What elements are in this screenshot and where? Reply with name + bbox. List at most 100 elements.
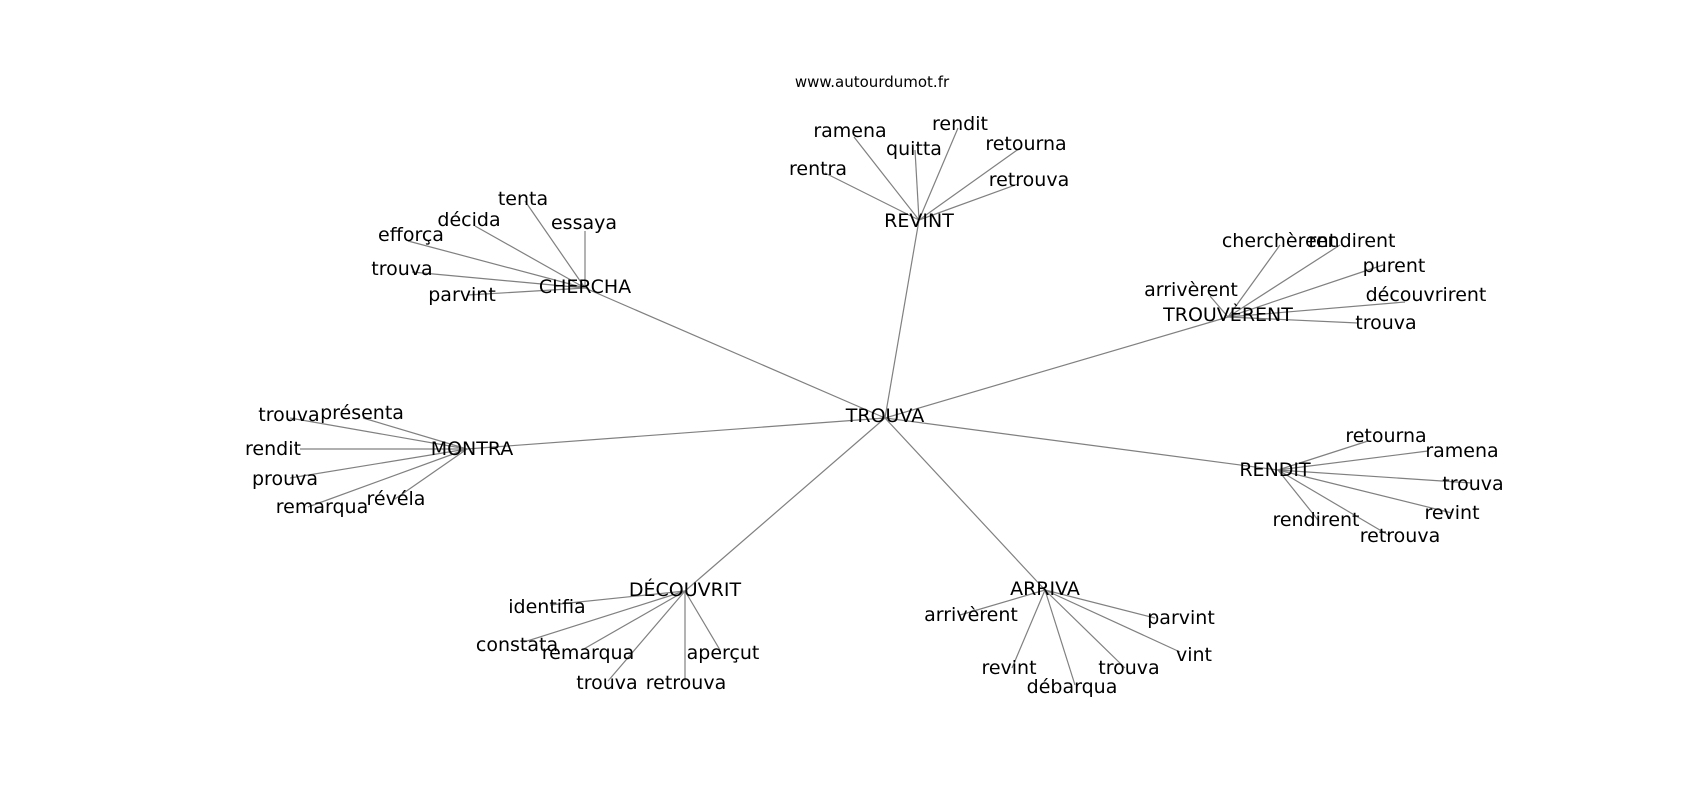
leaf-word-montra-remarqua: remarqua — [276, 496, 368, 518]
leaf-word-chercha-parvint: parvint — [428, 284, 496, 306]
edge-chercha-tenta — [524, 200, 586, 289]
leaf-word-chercha-trouva: trouva — [371, 258, 432, 280]
leaf-word-trouverent-trouva: trouva — [1355, 312, 1416, 334]
leaf-word-revint-rendit: rendit — [932, 113, 988, 135]
leaf-word-decouvrit-remarqua: remarqua — [542, 642, 634, 664]
edge-center-chercha — [584, 287, 886, 419]
edge-decouvrit-apercut — [684, 590, 721, 651]
edge-revint-quitta — [914, 149, 920, 221]
edge-revint-rendit — [918, 127, 959, 221]
edge-trouverent-trouva — [1227, 316, 1359, 324]
edge-arriva-arriverent — [959, 589, 1046, 616]
edge-rendit-revint — [1277, 469, 1453, 514]
edge-montra-prouva — [289, 448, 468, 479]
edge-trouverent-chercherent — [1227, 244, 1281, 318]
edge-rendit-rendirent — [1277, 469, 1319, 521]
edge-center-decouvrit — [684, 417, 886, 592]
edge-trouverent-decouvrirent — [1227, 301, 1406, 318]
edge-montra-remarqua — [307, 448, 468, 508]
edge-decouvrit-trouva — [607, 590, 686, 682]
hub-word-arriva: ARRIVA — [1010, 578, 1080, 600]
leaf-word-arriva-trouva: trouva — [1098, 657, 1159, 679]
leaf-word-rendit-trouva: trouva — [1442, 473, 1503, 495]
center-word: TROUVA — [845, 405, 924, 427]
leaf-word-rendit-revint: revint — [1424, 502, 1479, 524]
edge-rendit-retrouva — [1277, 469, 1391, 537]
leaf-word-chercha-decida: décida — [437, 209, 500, 231]
edge-trouverent-purent — [1227, 264, 1384, 318]
leaf-word-trouverent-decouvrirent: découvrirent — [1366, 284, 1487, 306]
edge-chercha-trouva — [411, 271, 586, 289]
leaf-word-revint-quitta: quitta — [886, 138, 942, 160]
leaf-word-revint-retrouva: retrouva — [989, 169, 1069, 191]
edge-decouvrit-identifia — [549, 590, 686, 606]
edge-montra-presenta — [362, 417, 468, 450]
leaf-word-revint-retourna: retourna — [985, 133, 1066, 155]
edge-decouvrit-constata — [523, 590, 686, 643]
leaf-word-montra-rendit: rendit — [245, 438, 301, 460]
edge-center-arriva — [884, 417, 1046, 591]
leaf-word-revint-rentra: rentra — [789, 158, 847, 180]
edge-arriva-debarqua — [1044, 589, 1076, 686]
edge-center-revint — [884, 219, 920, 419]
edge-rendit-retourna — [1277, 440, 1369, 471]
leaf-word-rendit-rendirent: rendirent — [1272, 509, 1359, 531]
edge-montra-revela — [394, 448, 468, 500]
leaf-word-rendit-retrouva: retrouva — [1360, 525, 1440, 547]
hub-word-montra: MONTRA — [431, 438, 514, 460]
leaf-word-decouvrit-trouva: trouva — [576, 672, 637, 694]
edge-arriva-vint — [1044, 589, 1181, 653]
edge-center-trouverent — [884, 316, 1229, 419]
leaf-word-arriva-debarqua: débarqua — [1027, 676, 1118, 698]
hub-word-trouverent: TROUVÈRENT — [1162, 303, 1293, 326]
edge-chercha-efforca — [407, 240, 586, 289]
leaf-word-chercha-tenta: tenta — [498, 188, 548, 210]
edge-trouverent-arriverent — [1209, 295, 1229, 318]
leaf-word-trouverent-arriverent: arrivèrent — [1144, 279, 1238, 301]
leaf-word-montra-trouva: trouva — [258, 404, 319, 426]
edge-revint-retourna — [918, 147, 1021, 221]
graph-edges — [289, 127, 1473, 686]
source-url: www.autourdumot.fr — [795, 73, 950, 91]
edge-arriva-parvint — [1044, 589, 1156, 619]
edge-arriva-trouva — [1044, 589, 1126, 669]
edge-decouvrit-remarqua — [581, 590, 686, 651]
edge-chercha-decida — [474, 225, 586, 289]
edge-center-rendit — [884, 417, 1279, 471]
leaf-word-arriva-revint: revint — [981, 657, 1036, 679]
edge-revint-retrouva — [918, 183, 1019, 221]
leaf-word-arriva-parvint: parvint — [1147, 607, 1215, 629]
leaf-word-trouverent-rendirent: rendirent — [1308, 230, 1395, 252]
leaf-word-chercha-essaya: essaya — [551, 212, 617, 234]
leaf-word-montra-presenta: présenta — [320, 402, 404, 424]
edge-revint-rentra — [824, 172, 920, 221]
hub-word-revint: REVINT — [884, 210, 954, 232]
edge-rendit-ramena — [1277, 450, 1429, 471]
leaf-word-arriva-vint: vint — [1176, 644, 1212, 666]
edge-center-montra — [466, 417, 886, 450]
leaf-word-trouverent-purent: purent — [1363, 255, 1426, 277]
edge-rendit-trouva — [1277, 469, 1473, 484]
edge-trouverent-rendirent — [1227, 244, 1341, 318]
hub-word-rendit: RENDIT — [1239, 459, 1311, 481]
leaf-word-decouvrit-constata: constata — [476, 634, 558, 656]
edge-montra-trouva — [289, 417, 468, 450]
edge-arriva-revint — [1011, 589, 1046, 669]
leaf-word-decouvrit-identifia: identifia — [508, 596, 585, 618]
leaf-word-revint-ramena: ramena — [813, 120, 886, 142]
edge-chercha-parvint — [467, 287, 586, 296]
leaf-word-chercha-efforca: efforça — [378, 224, 444, 246]
leaf-word-montra-revela: révéla — [367, 488, 426, 510]
leaf-word-montra-prouva: prouva — [252, 468, 318, 490]
leaf-word-rendit-ramena: ramena — [1425, 440, 1498, 462]
leaf-word-decouvrit-retrouva: retrouva — [646, 672, 726, 694]
leaf-word-arriva-arriverent: arrivèrent — [924, 604, 1018, 626]
leaf-word-trouverent-chercherent: cherchèrent — [1222, 230, 1336, 252]
hub-word-chercha: CHERCHA — [539, 276, 631, 298]
leaf-word-rendit-retourna: retourna — [1345, 425, 1426, 447]
leaf-word-decouvrit-apercut: aperçut — [687, 642, 760, 664]
edge-revint-ramena — [853, 136, 920, 221]
hub-word-decouvrit: DÉCOUVRIT — [629, 578, 742, 601]
